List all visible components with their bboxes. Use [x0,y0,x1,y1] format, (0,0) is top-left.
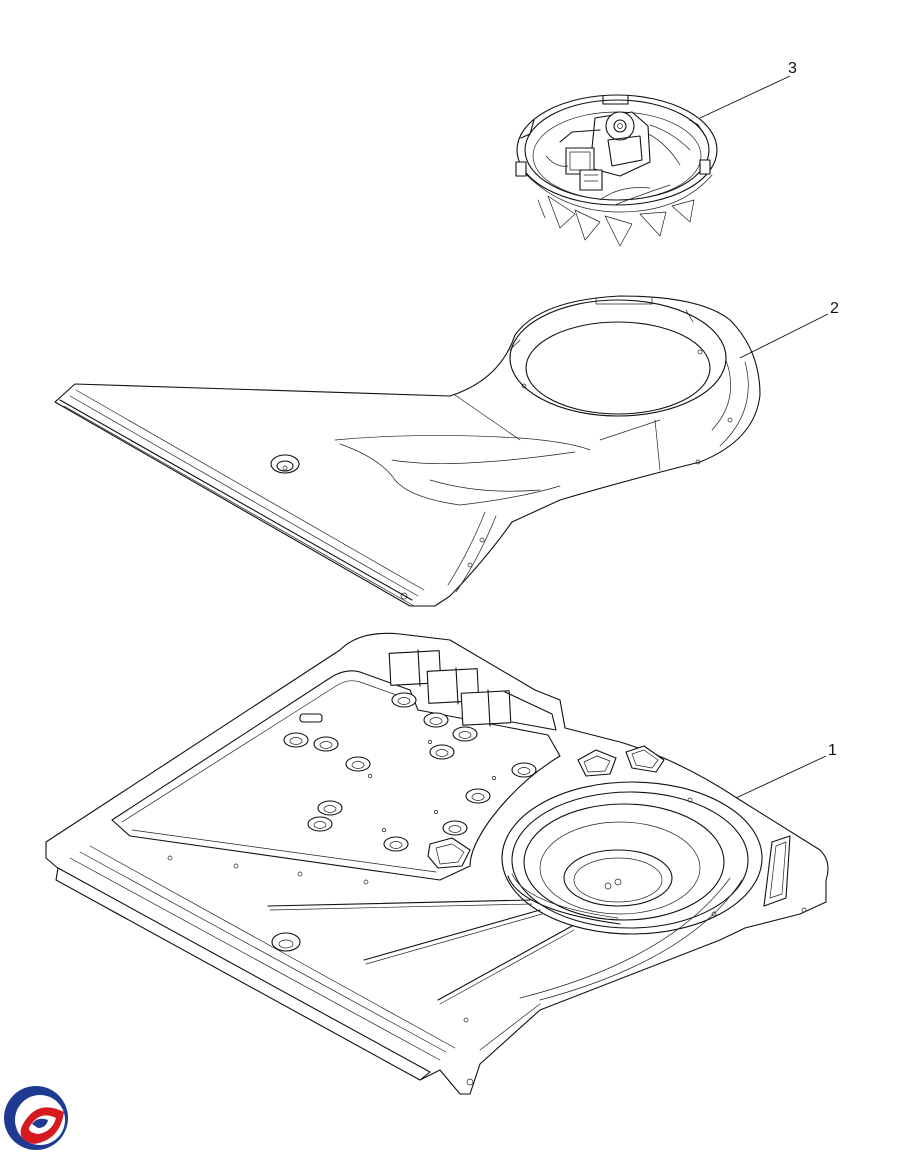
callout-number: 1 [828,742,837,759]
callout-number: 2 [830,300,839,317]
part-air-duct-cover[interactable] [54,295,761,607]
part-fan-motor-assembly[interactable] [515,94,718,247]
callout-number: 3 [788,60,797,77]
callout-1: 1 [735,742,837,799]
panel-bosses [283,692,537,852]
brand-logo-icon [4,1086,68,1150]
callout-2: 2 [739,300,839,359]
part-base-plate[interactable] [45,632,829,1095]
callout-3: 3 [699,60,797,119]
